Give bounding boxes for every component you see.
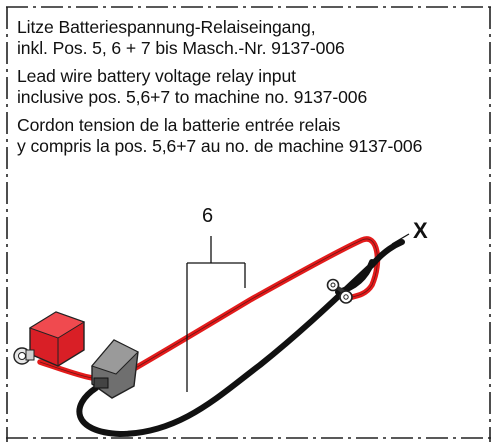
position-number-label: 6: [202, 205, 214, 227]
position-bracket: [186, 236, 246, 392]
description-en-line-1: Lead wire battery voltage relay input: [17, 66, 296, 86]
connector-leader-line: [391, 233, 410, 245]
description-en-line-2: inclusive pos. 5,6+7 to machine no. 9137…: [17, 87, 368, 107]
gray-fuse-holder: [91, 339, 139, 399]
description-de-line-1: Litze Batteriespannung-Relaiseingang,: [17, 17, 316, 37]
description-fr-line-1: Cordon tension de la batterie entrée rel…: [17, 115, 341, 135]
description-de-line-2: inkl. Pos. 5, 6 + 7 bis Masch.-Nr. 9137-…: [17, 38, 345, 58]
red-terminal-cap: [13, 311, 86, 367]
description-fr-line-2: y compris la pos. 5,6+7 au no. de machin…: [17, 136, 423, 156]
description-block: Litze Batteriespannung-Relaiseingang, in…: [17, 17, 495, 157]
connector-mark-label: X: [413, 218, 428, 243]
black-wire: [76, 239, 405, 438]
ring-terminal-lower: [339, 290, 353, 304]
